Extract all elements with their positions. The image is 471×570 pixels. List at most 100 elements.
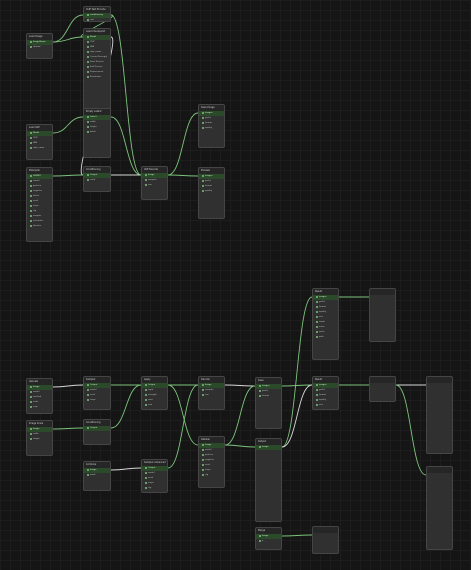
node-row[interactable]: ckpt_name — [27, 146, 52, 151]
node-row[interactable]: steps — [84, 398, 110, 403]
socket-icon[interactable] — [30, 136, 32, 139]
node-title[interactable] — [313, 527, 338, 533]
node-row[interactable]: positive — [27, 184, 52, 189]
node-row[interactable]: steps — [142, 481, 167, 486]
node-title[interactable]: Empty Latent — [84, 109, 110, 115]
socket-icon[interactable] — [202, 388, 204, 391]
node-row[interactable]: scale — [27, 400, 52, 405]
socket-icon[interactable] — [30, 194, 32, 197]
socket-icon[interactable] — [316, 305, 318, 308]
node-title[interactable]: Load Image — [27, 34, 52, 40]
socket-icon[interactable] — [202, 116, 204, 119]
socket-icon[interactable] — [87, 173, 89, 176]
node-row[interactable]: ckpt_name — [84, 50, 110, 55]
node-row[interactable]: Resolution — [84, 75, 110, 80]
socket-icon[interactable] — [87, 383, 89, 386]
socket-icon[interactable] — [30, 184, 32, 187]
node-row[interactable]: extra — [313, 325, 338, 330]
node-row[interactable]: prefix — [199, 179, 224, 184]
socket-icon[interactable] — [259, 389, 261, 392]
node-row[interactable]: samples — [142, 178, 167, 183]
socket-icon[interactable] — [202, 468, 204, 471]
node-row[interactable]: positive — [199, 453, 224, 458]
node-title[interactable]: Detailer — [199, 437, 224, 443]
node-title[interactable] — [370, 377, 395, 383]
socket-icon[interactable] — [30, 141, 32, 144]
socket-icon[interactable] — [87, 115, 89, 118]
node-row[interactable]: end — [142, 403, 167, 408]
socket-icon[interactable] — [316, 393, 318, 396]
socket-icon[interactable] — [202, 458, 204, 461]
socket-icon[interactable] — [87, 45, 89, 48]
socket-icon[interactable] — [87, 13, 89, 16]
node-row[interactable]: Model — [84, 35, 110, 40]
node-row[interactable]: height — [27, 437, 52, 442]
node-row[interactable]: format — [199, 184, 224, 189]
socket-icon[interactable] — [87, 60, 89, 63]
node-row[interactable]: model — [199, 448, 224, 453]
socket-icon[interactable] — [145, 183, 147, 186]
socket-icon[interactable] — [145, 393, 147, 396]
graph-node[interactable]: Resultimagesprefixformatqualitysizemodee… — [312, 376, 339, 410]
node-row[interactable]: seed — [84, 393, 110, 398]
socket-icon[interactable] — [145, 173, 147, 176]
socket-icon[interactable] — [145, 491, 147, 492]
node-row[interactable]: cfg — [142, 486, 167, 491]
node-row[interactable]: seed — [142, 476, 167, 481]
node-row[interactable]: Model — [27, 131, 52, 136]
socket-icon[interactable] — [145, 481, 147, 484]
socket-icon[interactable] — [30, 40, 32, 43]
socket-icon[interactable] — [316, 320, 318, 323]
node-row[interactable]: VAE — [84, 45, 110, 50]
socket-icon[interactable] — [30, 390, 32, 393]
node-row[interactable]: cond — [84, 178, 110, 183]
socket-icon[interactable] — [145, 398, 147, 401]
node-row[interactable]: start — [142, 398, 167, 403]
graph-node[interactable] — [426, 376, 453, 454]
node-title[interactable]: Image Scale — [27, 421, 52, 427]
node-row[interactable]: meta — [313, 330, 338, 335]
socket-icon[interactable] — [316, 300, 318, 303]
node-row[interactable]: VAE — [27, 141, 52, 146]
socket-icon[interactable] — [316, 315, 318, 318]
node-row[interactable]: method — [27, 395, 52, 400]
node-row[interactable]: prefix — [313, 300, 338, 305]
socket-icon[interactable] — [30, 405, 32, 408]
node-row[interactable]: Control Strength — [84, 55, 110, 60]
node-row[interactable]: Preprocessor — [84, 70, 110, 75]
socket-icon[interactable] — [30, 179, 32, 182]
socket-icon[interactable] — [202, 448, 204, 451]
node-row[interactable]: Image — [199, 443, 224, 448]
node-title[interactable]: Output — [256, 439, 281, 445]
node-row[interactable]: Image — [199, 383, 224, 388]
socket-icon[interactable] — [30, 209, 32, 212]
socket-icon[interactable] — [87, 473, 89, 476]
node-row[interactable]: format — [313, 393, 338, 398]
node-row[interactable]: Start Percent — [84, 60, 110, 65]
node-row[interactable]: format — [313, 305, 338, 310]
graph-node[interactable] — [426, 466, 453, 550]
node-row[interactable]: negative — [199, 458, 224, 463]
socket-icon[interactable] — [259, 394, 261, 397]
node-title[interactable]: Sampler Advanced — [142, 460, 167, 466]
node-row[interactable]: batch — [84, 130, 110, 135]
node-row[interactable]: images — [256, 384, 281, 389]
node-title[interactable]: Merge — [256, 528, 281, 534]
socket-icon[interactable] — [316, 388, 318, 391]
node-row[interactable]: Image — [142, 173, 167, 178]
node-title[interactable]: Decode — [199, 377, 224, 383]
socket-icon[interactable] — [145, 178, 147, 181]
node-row[interactable]: height — [84, 125, 110, 130]
